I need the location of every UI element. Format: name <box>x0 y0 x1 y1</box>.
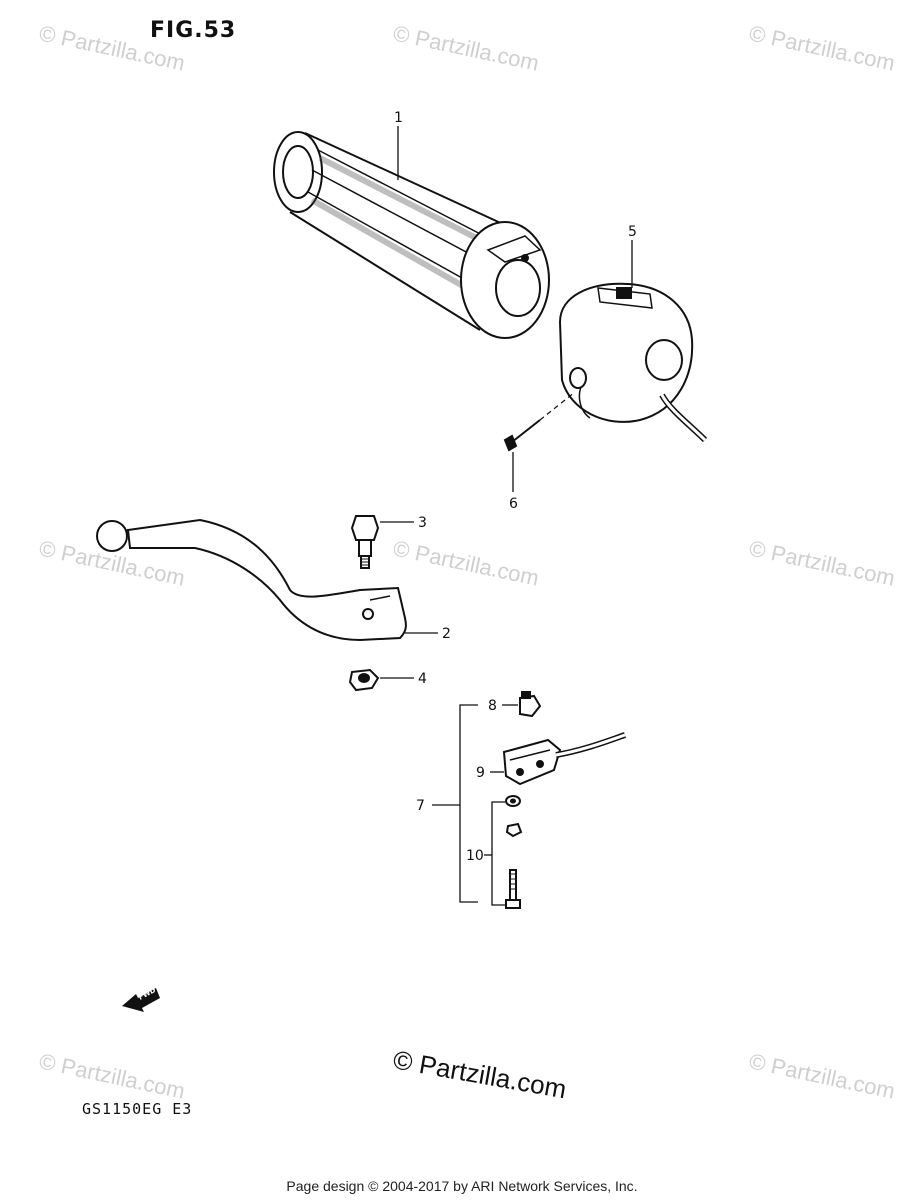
part-grip <box>273 131 550 339</box>
model-code: GS1150EG E3 <box>82 1100 193 1118</box>
callout-9: 9 <box>476 765 485 781</box>
part-switch-9 <box>502 732 626 786</box>
watermark-mid-center: © Partzilla.com <box>391 535 541 590</box>
watermark-bottom-right: © Partzilla.com <box>747 1048 897 1103</box>
callout-5: 5 <box>628 224 637 240</box>
callout-10: 10 <box>466 848 484 864</box>
watermark-bottom-left: © Partzilla.com <box>37 1048 187 1103</box>
page-footer: Page design © 2004-2017 by ARI Network S… <box>286 1178 638 1194</box>
bracket-screw-set-10 <box>484 801 505 906</box>
part-nut-8 <box>519 691 542 718</box>
callout-6: 6 <box>509 496 518 512</box>
watermarks: © Partzilla.com © Partzilla.com © Partzi… <box>37 20 897 1104</box>
fwd-arrow-icon <box>122 988 160 1012</box>
watermark-mid-right: © Partzilla.com <box>747 535 897 590</box>
callout-2: 2 <box>442 626 451 642</box>
fwd-direction-arrow: FWD <box>122 986 160 1012</box>
bracket-assembly-7 <box>432 704 478 903</box>
part-screw-set-10 <box>505 795 523 909</box>
callout-7: 7 <box>416 798 425 814</box>
part-screw-6 <box>503 391 576 452</box>
part-brake-lever <box>96 518 407 642</box>
watermark-top-center: © Partzilla.com <box>391 20 541 75</box>
figure-title: FIG.53 <box>150 18 237 43</box>
callout-1: 1 <box>394 110 403 126</box>
callout-8: 8 <box>488 698 497 714</box>
part-switch-housing <box>558 282 708 443</box>
callout-3: 3 <box>418 515 427 531</box>
part-bolt-3 <box>350 515 380 569</box>
part-nut-4 <box>348 668 380 692</box>
watermark-center-large: © Partzilla.com <box>391 1044 569 1104</box>
watermark-top-right: © Partzilla.com <box>747 20 897 75</box>
callout-4: 4 <box>418 671 427 687</box>
